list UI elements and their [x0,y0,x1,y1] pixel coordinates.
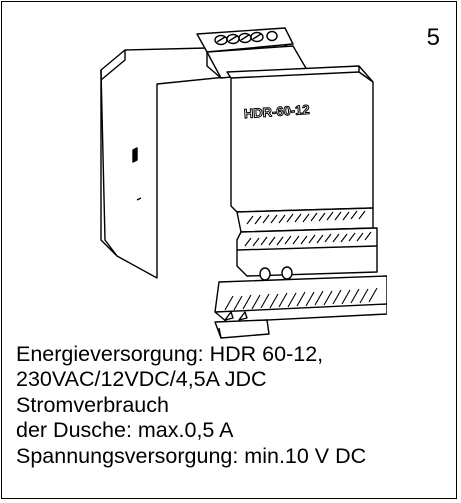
figure-frame: 5 [1,1,457,499]
caption-line-consumption-label: Stromverbrauch [16,392,169,417]
specification-caption: Energieversorgung: HDR 60-12, 230VAC/12V… [16,342,456,469]
caption-line-min-supply-voltage: Spannungsversorgung: min.10 V DC [16,443,367,468]
page-number: 5 [426,24,440,51]
caption-line-shower-max-current: der Dusche: max.0,5 A [16,418,234,443]
caption-line-power-supply: Energieversorgung: HDR 60-12, [16,342,324,366]
caption-line-voltage-rating: 230VAC/12VDC/4,5A JDC [16,367,267,392]
device-model-label: HDR-60-12 [243,102,310,122]
power-supply-illustration: HDR-60-12 [100,27,387,339]
